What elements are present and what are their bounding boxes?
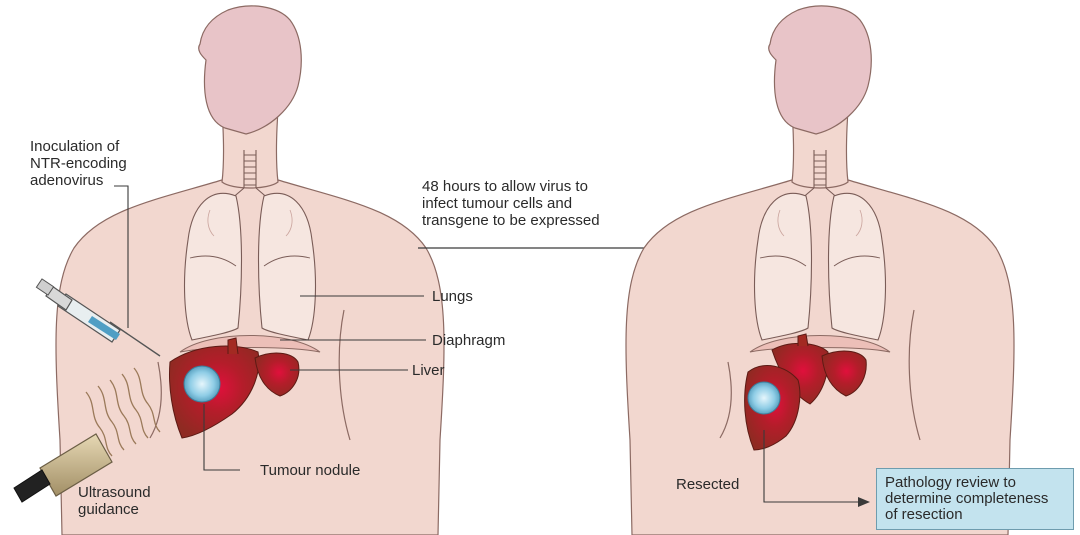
left-body <box>56 6 444 535</box>
ultrasound-label: Ultrasound guidance <box>78 484 151 518</box>
tumour-nodule-label: Tumour nodule <box>260 462 360 479</box>
lungs-label: Lungs <box>432 288 473 305</box>
left-tumour-nodule <box>184 366 220 402</box>
liver-label: Liver <box>412 362 445 379</box>
inoculation-label: Inoculation of NTR-encoding adenovirus <box>30 138 127 189</box>
right-tumour-nodule <box>748 382 780 414</box>
resected-label: Resected <box>676 476 739 493</box>
interval-label: 48 hours to allow virus to infect tumour… <box>422 178 600 229</box>
pathology-review-box: Pathology review to determine completene… <box>876 468 1074 530</box>
right-body <box>626 6 1014 535</box>
diaphragm-label: Diaphragm <box>432 332 505 349</box>
time-arrow <box>418 243 672 253</box>
